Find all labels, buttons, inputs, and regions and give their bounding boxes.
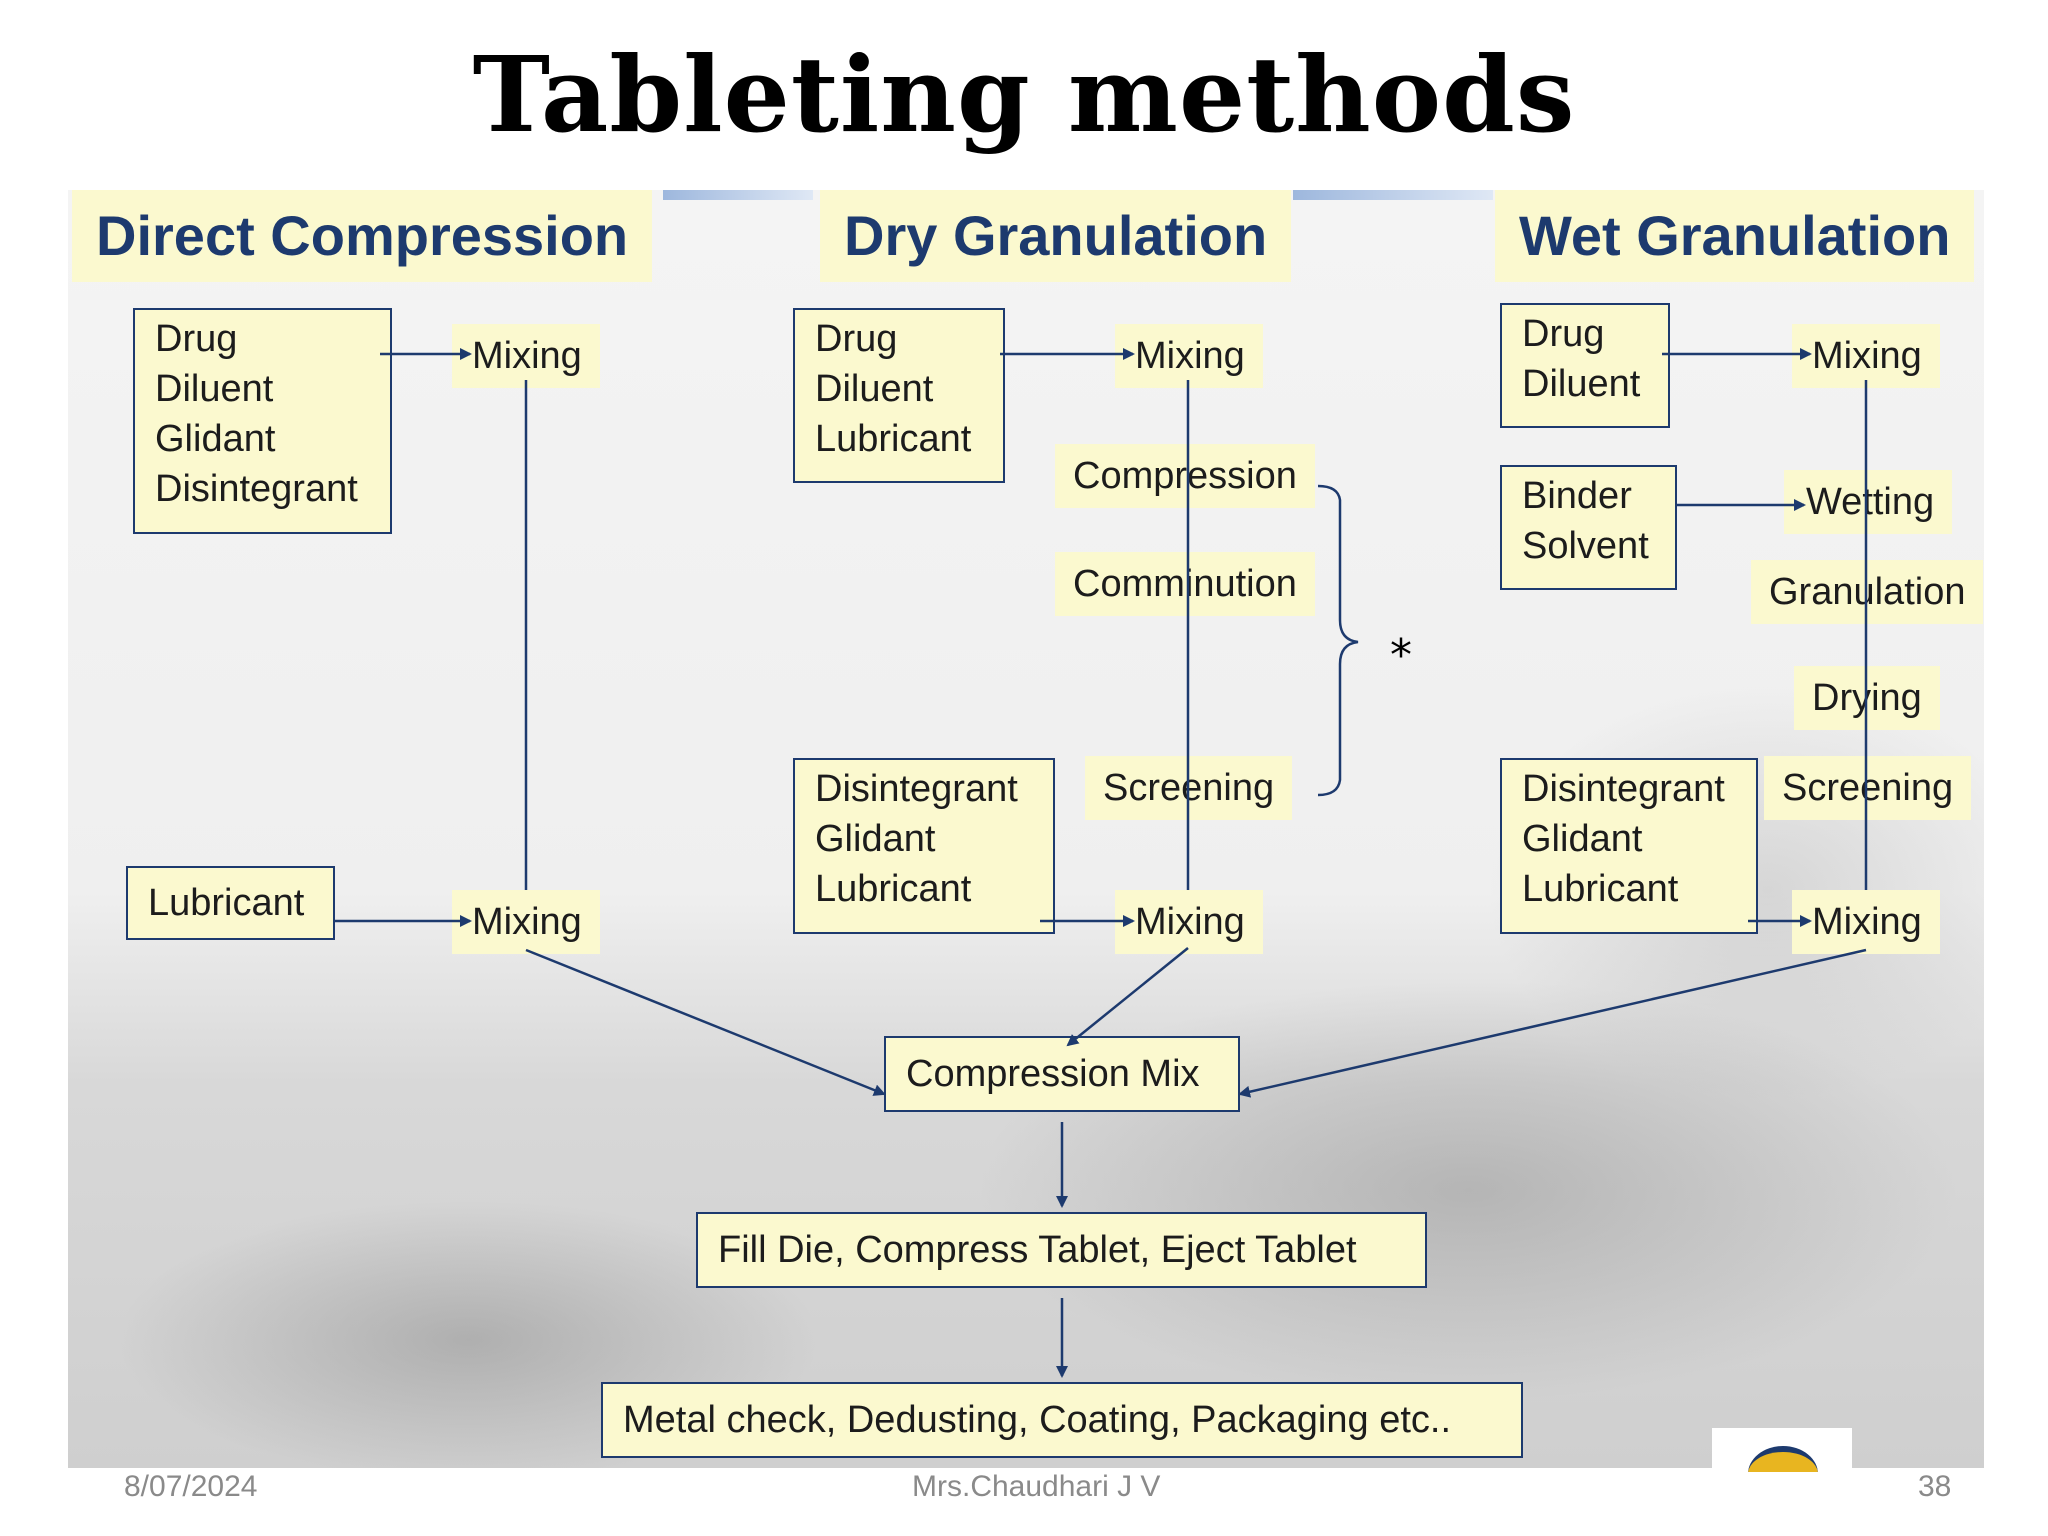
direct-mixing-2: Mixing [452, 890, 600, 954]
footer-date: 8/07/2024 [124, 1470, 258, 1503]
dry-ingredients-box: Drug Diluent Lubricant [793, 308, 1005, 483]
direct-mixing-1: Mixing [452, 324, 600, 388]
ingredient: Lubricant [1522, 868, 1679, 910]
footer-page-number: 38 [1918, 1470, 1952, 1503]
dry-mixing-1: Mixing [1115, 324, 1263, 388]
dry-step-screening: Screening [1085, 756, 1293, 820]
ingredient: Binder [1522, 475, 1632, 517]
ingredient: Disintegrant [815, 768, 1018, 810]
ingredient: Diluent [155, 368, 274, 410]
heading-wet-granulation: Wet Granulation [1495, 190, 1975, 282]
fill-die-box: Fill Die, Compress Tablet, Eject Tablet [696, 1212, 1427, 1288]
ingredient: Disintegrant [155, 468, 358, 510]
dry-mixing-2: Mixing [1115, 890, 1263, 954]
ingredient: Solvent [1522, 525, 1649, 567]
ingredient: Drug [155, 318, 238, 360]
ingredient: Lubricant [815, 868, 972, 910]
direct-ingredients-box: Drug Diluent Glidant Disintegrant [133, 308, 392, 534]
ingredient: Disintegrant [1522, 768, 1725, 810]
wet-step-drying: Drying [1794, 666, 1940, 730]
wet-wetting: Wetting [1784, 470, 1953, 534]
annotation-asterisk: * [1390, 630, 1412, 681]
heading-direct-compression: Direct Compression [72, 190, 653, 282]
ingredient: Drug [1522, 313, 1605, 355]
dry-additives-box: Disintegrant Glidant Lubricant [793, 758, 1055, 934]
ingredient: Drug [815, 318, 898, 360]
ingredient: Glidant [1522, 818, 1643, 860]
wet-mixing-1: Mixing [1792, 324, 1940, 388]
wet-ingredients-box: Drug Diluent [1500, 303, 1670, 428]
wet-binder-box: Binder Solvent [1500, 465, 1677, 590]
college-logo [1712, 1428, 1852, 1472]
wet-step-screening: Screening [1764, 756, 1972, 820]
ingredient: Diluent [815, 368, 934, 410]
footer-author: Mrs.Chaudhari J V [912, 1470, 1161, 1503]
ingredient: Glidant [815, 818, 936, 860]
dry-step-comminution: Comminution [1055, 552, 1315, 616]
compression-mix-box: Compression Mix [884, 1036, 1240, 1112]
ingredient: Diluent [1522, 363, 1641, 405]
heading-dry-granulation: Dry Granulation [820, 190, 1292, 282]
finishing-box: Metal check, Dedusting, Coating, Packagi… [601, 1382, 1523, 1458]
wet-step-granulation: Granulation [1751, 560, 1984, 624]
direct-lubricant-box: Lubricant [126, 866, 335, 940]
slide-title: Tableting methods [472, 33, 1576, 156]
ingredient: Glidant [155, 418, 276, 460]
wet-additives-box: Disintegrant Glidant Lubricant [1500, 758, 1758, 934]
ingredient: Lubricant [815, 418, 972, 460]
dry-step-compression: Compression [1055, 444, 1315, 508]
wet-mixing-2: Mixing [1792, 890, 1940, 954]
